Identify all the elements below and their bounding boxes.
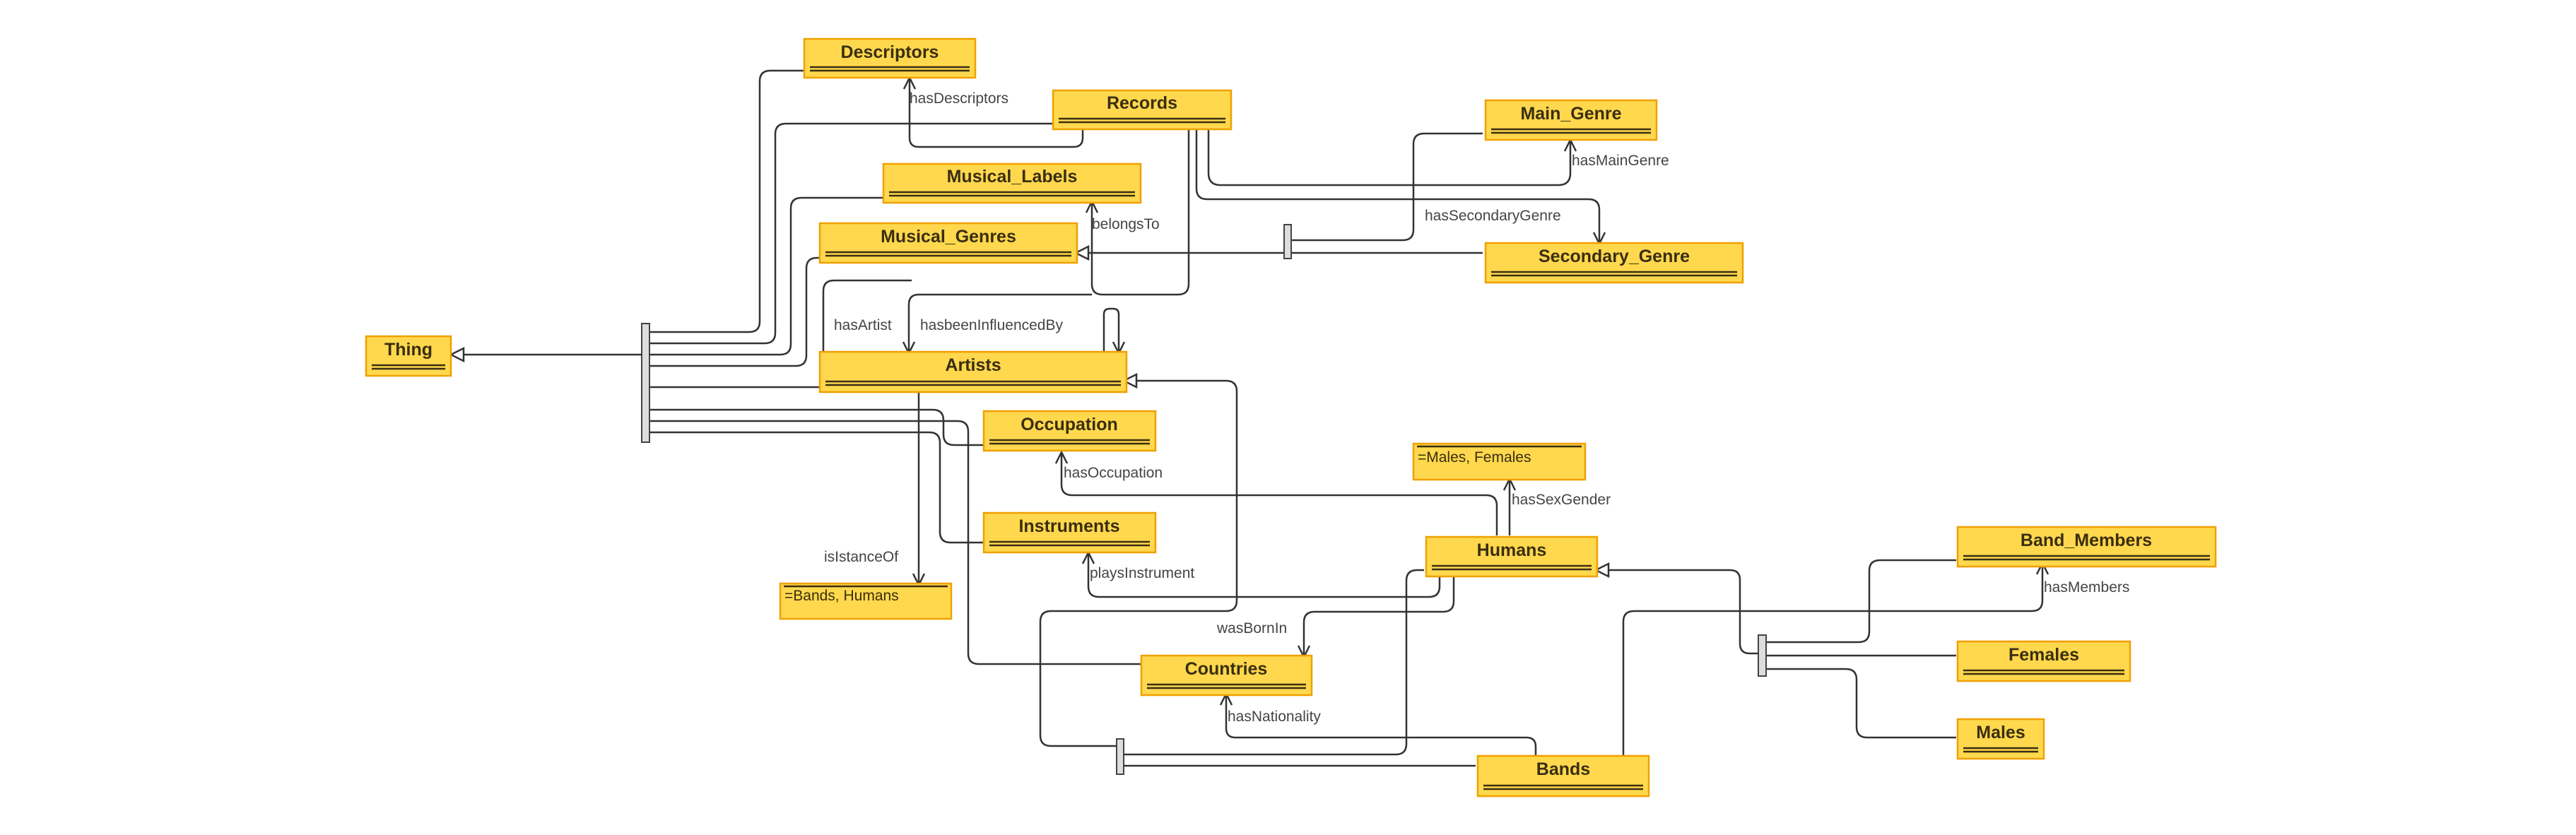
note-text-bands-humans: =Bands, Humans	[784, 588, 899, 604]
class-musical-genres[interactable]: Musical_Genres	[818, 222, 1078, 264]
class-name-thing: Thing	[384, 340, 433, 360]
edge-has-nationality	[1226, 694, 1537, 756]
class-name-main-genre: Main_Genre	[1520, 104, 1621, 124]
label-belongs-to: belongsTo	[1092, 216, 1160, 232]
label-was-born-in: wasBornIn	[1216, 620, 1287, 636]
edge-artists-bar-humans	[1124, 569, 1424, 756]
class-name-instruments: Instruments	[1018, 516, 1119, 536]
class-males[interactable]: Males	[1956, 718, 2045, 760]
class-name-secondary-genre: Secondary_Genre	[1539, 247, 1690, 266]
subclass-junction-artists	[1116, 738, 1124, 775]
class-females[interactable]: Females	[1956, 640, 2131, 682]
edge-humans-males	[1767, 668, 1956, 739]
label-has-occupation: hasOccupation	[1064, 465, 1163, 481]
note-text-males-females: =Males, Females	[1418, 449, 1531, 466]
subclass-junction-genres	[1283, 224, 1292, 259]
class-band-members[interactable]: Band_Members	[1956, 526, 2217, 568]
class-name-bands: Bands	[1536, 759, 1590, 779]
label-has-sex-gender: hasSexGender	[1512, 492, 1611, 508]
edge-has-been-influenced-by	[1102, 307, 1119, 353]
subclass-junction-humans	[1758, 634, 1767, 677]
class-name-countries: Countries	[1185, 659, 1268, 679]
edges	[451, 69, 2042, 775]
class-name-band-members: Band_Members	[2021, 531, 2152, 550]
edge-subclass-humans	[1596, 570, 1758, 655]
edge-was-born-in	[1304, 574, 1455, 657]
edge-thing-records	[650, 122, 1053, 345]
class-name-occupation: Occupation	[1021, 415, 1118, 434]
class-name-records: Records	[1107, 93, 1177, 113]
class-name-musical-genres: Musical_Genres	[881, 227, 1016, 247]
edge-thing-musical-labels	[650, 196, 883, 356]
subclass-junction-thing	[641, 323, 650, 443]
note-males-females[interactable]: =Males, Females	[1412, 442, 1587, 481]
class-name-musical-labels: Musical_Labels	[947, 167, 1078, 186]
class-name-artists: Artists	[945, 355, 1001, 375]
class-main-genre[interactable]: Main_Genre	[1484, 99, 1658, 141]
edge-has-main-genre	[1207, 127, 1570, 186]
note-bands-humans[interactable]: =Bands, Humans	[779, 582, 953, 620]
label-has-nationality: hasNationality	[1228, 709, 1321, 725]
edge-plays-instrument	[1088, 552, 1441, 598]
label-has-been-influenced-by: hasbeenInfluencedBy	[920, 317, 1063, 333]
class-thing[interactable]: Thing	[365, 335, 452, 377]
edge-belongs-to	[1092, 127, 1190, 296]
label-plays-instrument: playsInstrument	[1090, 565, 1194, 581]
label-has-members: hasMembers	[2044, 579, 2129, 596]
edge-has-artist	[909, 293, 1092, 353]
edge-has-occupation	[1061, 452, 1498, 535]
edge-thing-occupation	[650, 408, 984, 446]
class-countries[interactable]: Countries	[1140, 654, 1313, 697]
edge-genres-main-genre	[1292, 132, 1483, 242]
class-records[interactable]: Records	[1052, 89, 1233, 131]
class-name-descriptors: Descriptors	[841, 42, 939, 62]
label-has-secondary-genre: hasSecondaryGenre	[1425, 208, 1561, 224]
edge-artists-bar-outer	[1039, 379, 1238, 747]
edge-labels: hasDescriptors hasMainGenre hasSecondary…	[824, 90, 2129, 725]
class-descriptors[interactable]: Descriptors	[803, 37, 977, 79]
class-name-males: Males	[1976, 723, 2025, 742]
label-has-main-genre: hasMainGenre	[1572, 153, 1669, 169]
edge-has-members	[1622, 563, 2042, 756]
edge-thing-instruments	[650, 431, 984, 544]
class-secondary-genre[interactable]: Secondary_Genre	[1484, 242, 1744, 284]
edge-humans-band-members	[1767, 559, 1956, 644]
edge-has-descriptors	[910, 78, 1084, 148]
class-name-females: Females	[2009, 645, 2079, 665]
class-name-humans: Humans	[1477, 540, 1547, 560]
class-bands[interactable]: Bands	[1476, 754, 1650, 798]
edge-thing-descriptors	[650, 69, 804, 333]
label-has-artist: hasArtist	[834, 317, 892, 333]
class-musical-labels[interactable]: Musical_Labels	[882, 162, 1142, 204]
class-occupation[interactable]: Occupation	[982, 410, 1157, 452]
edge-artists-left-link	[822, 279, 912, 351]
class-humans[interactable]: Humans	[1425, 535, 1599, 578]
label-has-descriptors: hasDescriptors	[910, 90, 1008, 107]
label-is-istance-of: isIstanceOf	[824, 549, 898, 565]
edge-thing-musical-genres	[650, 256, 820, 367]
edge-has-secondary-genre	[1195, 127, 1599, 244]
class-instruments[interactable]: Instruments	[982, 511, 1157, 554]
class-artists[interactable]: Artists	[818, 350, 1128, 393]
